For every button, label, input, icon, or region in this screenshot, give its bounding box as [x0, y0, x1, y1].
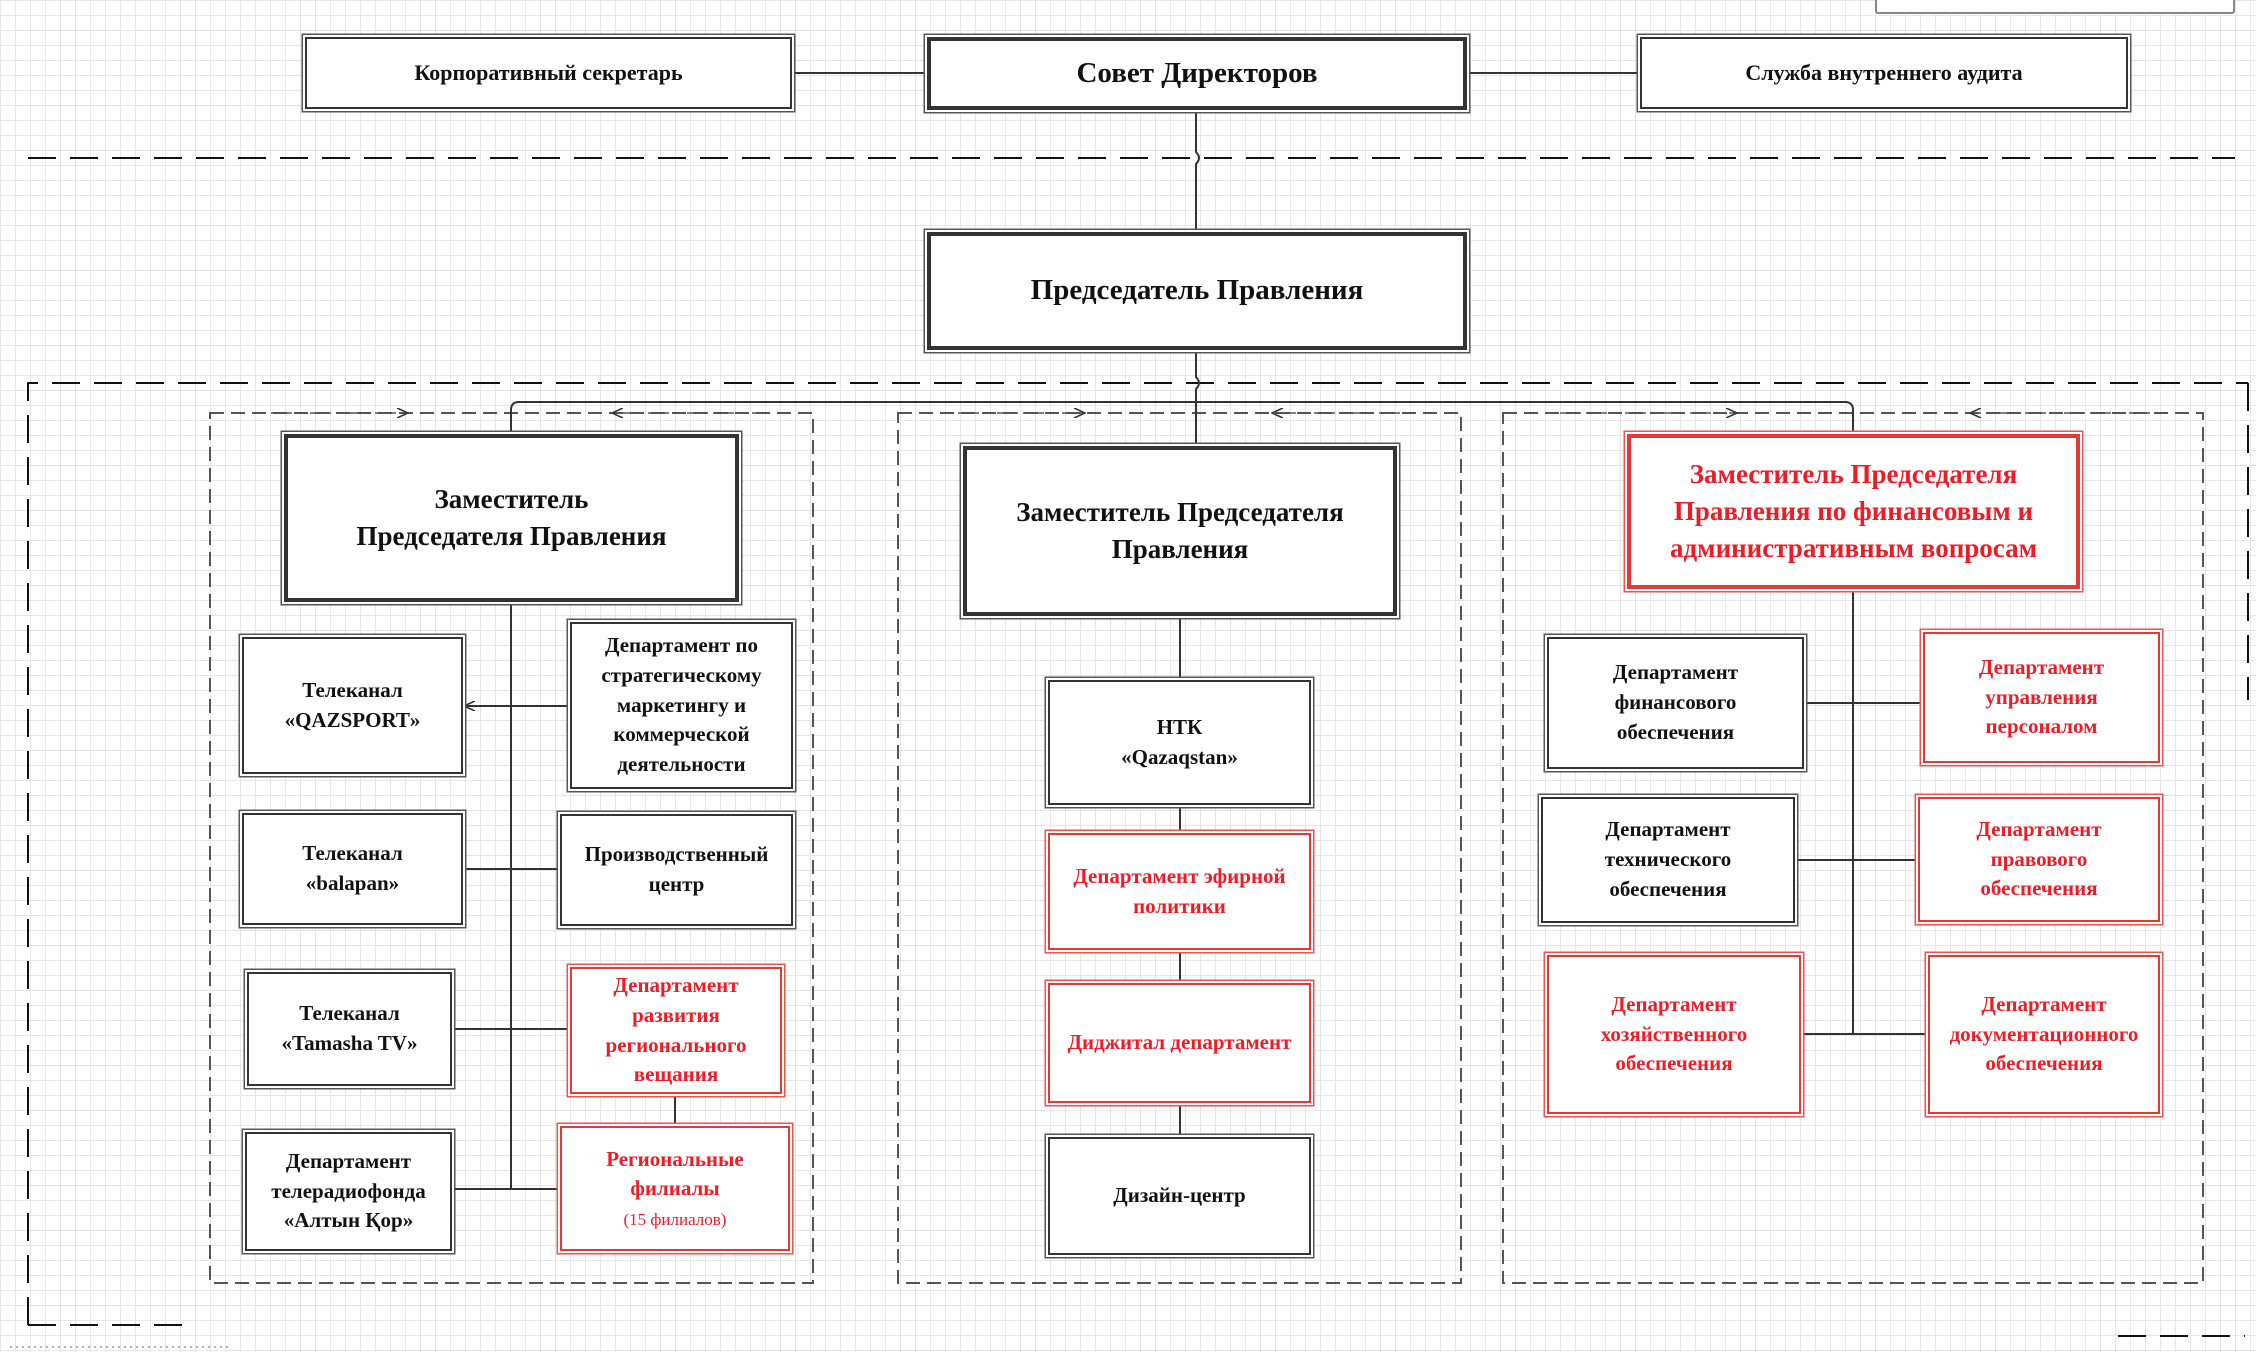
unit-production-center-label: Производственный центр: [584, 842, 769, 896]
chairman-label: Председатель Правления: [1030, 274, 1364, 307]
unit-broadcast-policy-box: Департамент эфирной политики: [1048, 833, 1311, 950]
unit-broadcast-policy-label: Департамент эфирной политики: [1073, 863, 1286, 918]
unit-altyn-qor-box: Департамент телерадиофонда «Алтын Қор»: [245, 1132, 452, 1251]
unit-ntk-qazaqstan-label: НТК «Qazaqstan»: [1121, 714, 1238, 769]
unit-marketing-label: Департамент по стратегическому маркетинг…: [601, 632, 762, 777]
deputy-2-box: Заместитель Председателя Правления: [963, 446, 1397, 616]
unit-hr-box: Департамент управления персоналом: [1923, 632, 2160, 763]
unit-household-label: Департамент хозяйственного обеспечения: [1600, 991, 1748, 1076]
unit-legal-label: Департамент правового обеспечения: [1976, 816, 2102, 901]
corporate-secretary-label: Корпоративный секретарь: [414, 60, 683, 86]
board-chairman-connector: [1195, 112, 1200, 232]
unit-hr-label: Департамент управления персоналом: [1978, 654, 2105, 739]
group-frame-2: [897, 412, 1462, 1284]
unit-tamasha-label: Телеканал «Tamasha TV»: [281, 1001, 418, 1055]
deputy-3-box: Заместитель Председателя Правления по фи…: [1627, 434, 2080, 589]
unit-regional-broadcasting-label: Департамент развития регионального вещан…: [605, 972, 747, 1087]
unit-balapan-box: Телеканал «balapan»: [242, 813, 463, 925]
unit-ntk-qazaqstan-box: НТК «Qazaqstan»: [1048, 680, 1311, 805]
board-of-directors-label: Совет Директоров: [1076, 56, 1318, 89]
unit-altyn-qor-label: Департамент телерадиофонда «Алтын Қор»: [271, 1148, 426, 1233]
internal-audit-label: Служба внутреннего аудита: [1745, 60, 2023, 86]
deputy-bus: [510, 401, 1854, 434]
unit-digital-department-label: Диджитал департамент: [1067, 1030, 1292, 1055]
unit-qazsport-box: Телеканал «QAZSPORT»: [242, 637, 463, 774]
chairman-box: Председатель Правления: [927, 232, 1467, 350]
unit-regional-broadcasting-box: Департамент развития регионального вещан…: [570, 967, 782, 1094]
unit-financial-label: Департамент финансового обеспечения: [1612, 660, 1739, 744]
unit-design-center-label: Дизайн-центр: [1113, 1183, 1246, 1208]
management-frame-right: [2118, 383, 2249, 1337]
unit-balapan-label: Телеканал «balapan»: [302, 841, 403, 895]
unit-regional-branches-label: Региональные филиалы: [606, 1146, 744, 1201]
unit-technical-box: Департамент технического обеспечения: [1541, 797, 1795, 923]
unit-financial-box: Департамент финансового обеспечения: [1547, 637, 1804, 769]
unit-marketing-box: Департамент по стратегическому маркетинг…: [570, 622, 793, 789]
unit-regional-branches-box: Региональные филиалы (15 филиалов): [560, 1126, 790, 1251]
unit-digital-department-box: Диджитал департамент: [1048, 983, 1311, 1103]
unit-technical-label: Департамент технического обеспечения: [1604, 817, 1732, 901]
unit-production-center-box: Производственный центр: [560, 814, 793, 926]
unit-legal-box: Департамент правового обеспечения: [1918, 797, 2160, 922]
corporate-secretary-box: Корпоративный секретарь: [305, 37, 792, 109]
unit-tamasha-box: Телеканал «Tamasha TV»: [247, 972, 452, 1086]
deputy-1-box: Заместитель Председателя Правления: [284, 434, 739, 602]
unit-regional-branches-note: (15 филиалов): [623, 1210, 727, 1230]
internal-audit-box: Служба внутреннего аудита: [1640, 37, 2128, 109]
management-frame: [27, 382, 2248, 1325]
chairman-bus: [1195, 350, 1200, 446]
unit-documentation-box: Департамент документационного обеспечени…: [1928, 955, 2160, 1114]
board-of-directors-box: Совет Директоров: [927, 37, 1467, 110]
deputy-1-label: Заместитель Председателя Правления: [356, 484, 667, 551]
corner-frame: [1875, 0, 2235, 14]
unit-qazsport-label: Телеканал «QAZSPORT»: [284, 677, 421, 732]
deputy-3-label: Заместитель Председателя Правления по фи…: [1670, 459, 2037, 563]
deputy-2-label: Заместитель Председателя Правления: [1016, 497, 1344, 564]
unit-design-center-box: Дизайн-центр: [1048, 1137, 1311, 1255]
unit-household-box: Департамент хозяйственного обеспечения: [1547, 955, 1801, 1114]
unit-documentation-label: Департамент документационного обеспечени…: [1949, 991, 2139, 1076]
